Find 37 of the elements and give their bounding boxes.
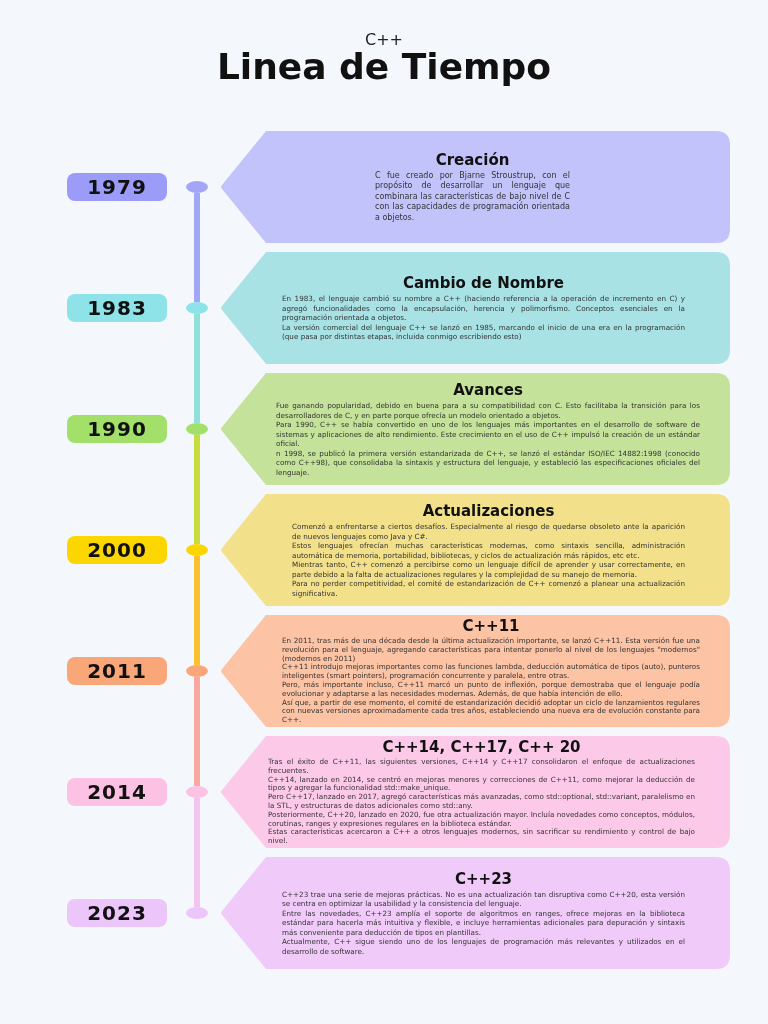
card-heading: Creación — [434, 150, 511, 169]
year-label: 2014 — [67, 778, 167, 806]
year-label: 1983 — [67, 294, 167, 322]
year-label: 1990 — [67, 415, 167, 443]
timeline-card — [220, 736, 730, 848]
timeline-dot — [186, 907, 208, 919]
timeline-dot — [186, 665, 208, 677]
timeline-line — [194, 314, 200, 423]
card-heading: C++14, C++17, C++ 20 — [381, 738, 582, 757]
year-label: 2000 — [67, 536, 167, 564]
timeline-card — [220, 131, 730, 243]
timeline-dot — [186, 544, 208, 556]
card-heading: Cambio de Nombre — [401, 274, 566, 293]
timeline-dot — [186, 786, 208, 798]
timeline-card — [220, 857, 730, 969]
timeline-card — [220, 252, 730, 364]
card-heading: C++23 — [454, 869, 513, 888]
subtitle: C++ — [364, 30, 404, 49]
year-label: 1979 — [67, 173, 167, 201]
timeline-card — [220, 494, 730, 606]
card-heading: Avances — [452, 381, 524, 399]
timeline-dot — [186, 423, 208, 435]
timeline-dot — [186, 302, 208, 314]
card-heading: Actualizaciones — [421, 502, 556, 520]
year-label: 2023 — [67, 899, 167, 927]
timeline-line — [194, 556, 200, 665]
card-heading: C++11 — [461, 617, 521, 636]
timeline-line — [194, 798, 200, 907]
timeline-card — [220, 373, 730, 485]
title: Linea de Tiempo — [215, 46, 553, 87]
year-label: 2011 — [67, 657, 167, 685]
card-paragraph: C fue creado por Bjarne Stroustrup, con el propósito de desarrollar un lenguaje que combinara las características de bajo nivel de C con las capacidades de programación orientada a objetos. — [375, 170, 570, 224]
timeline-dot — [186, 181, 208, 193]
timeline-line — [194, 435, 200, 544]
timeline-line — [194, 677, 200, 786]
timeline-card — [220, 615, 730, 727]
timeline-line — [194, 193, 200, 302]
